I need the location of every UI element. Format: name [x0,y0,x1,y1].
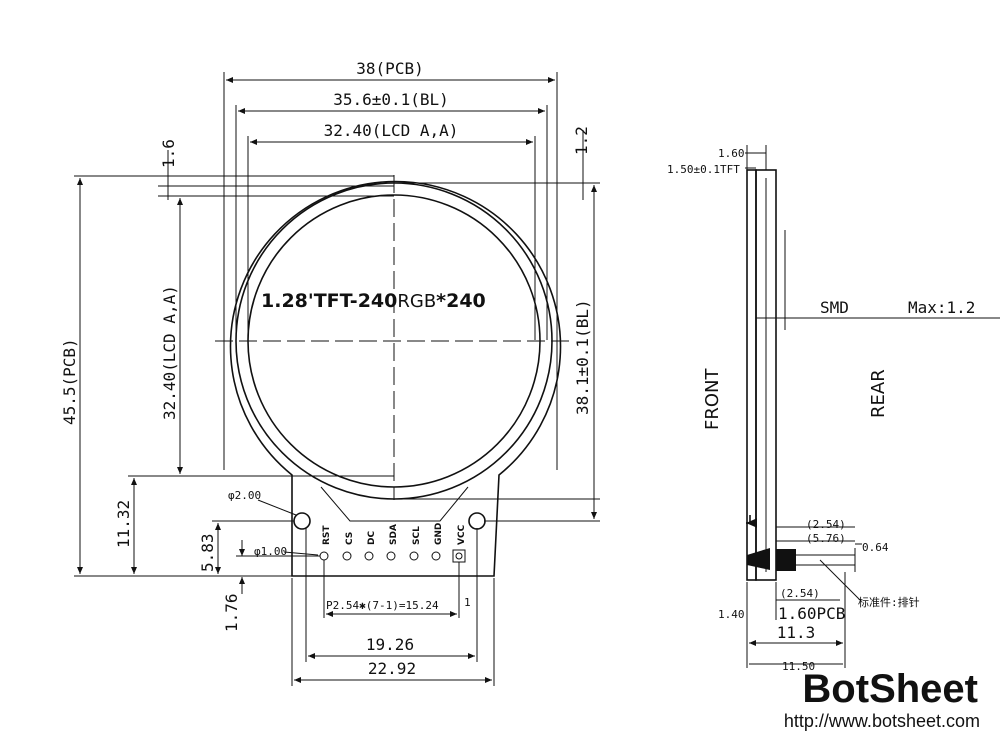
label-max: Max:1.2 [908,298,975,317]
dim-label-pin-bottom: 1.76 [222,593,241,632]
label-header-note: 标准件:排针 [858,595,920,609]
label-side-113: 11.3 [777,623,816,642]
pin-labels: RST CS DC SDA SCL GND VCC [322,523,467,545]
smd-callout: SMD Max:1.2 [756,230,1000,330]
dim-label-pcb-height: 45.5(PCB) [60,338,79,425]
dim-bl-height: 38.1±0.1(BL) [394,185,600,522]
pin-label-sda: SDA [389,524,399,545]
label-side-160: 1.60 [718,147,745,160]
pin-label-cs: CS [345,532,355,545]
dim-label-pitch: P2.54✱(7-1)=15.24 [326,599,439,612]
label-header-254b: (2.54) [780,587,820,600]
label-side-pcb: 1.60PCB [778,604,845,623]
dim-gap-right: 1.2 [572,126,591,200]
dim-gap-top: 1.6 [159,139,178,200]
pin-label-dc: DC [367,531,377,545]
pin-label-gnd: GND [434,523,444,545]
dim-pcb-height: 45.5(PCB) [60,175,292,577]
dim-label-bl-width: 35.6±0.1(BL) [333,90,449,109]
dim-bl-width: 35.6±0.1(BL) [235,90,548,340]
label-front: FRONT [702,368,723,430]
dim-label-gap-top: 1.6 [159,139,178,168]
dim-pitch: P2.54✱(7-1)=15.24 1 [323,560,471,618]
pin-label-scl: SCL [412,526,422,545]
label-header-254a: (2.54) [806,518,846,531]
label-pin-one: 1 [464,596,471,609]
dim-label-bl-height: 38.1±0.1(BL) [573,299,592,415]
dim-lcd-width: 32.40(LCD A,A) [247,121,536,340]
dim-label-lcd-width: 32.40(LCD A,A) [324,121,459,140]
pin-holes [319,549,466,563]
dim-tab-width: 22.92 [291,578,495,686]
brand-name: BotSheet [802,667,978,711]
label-side-tft: 1.50±0.1TFT [667,163,740,176]
dim-label-tab-height: 11.32 [114,500,133,548]
dim-label-pin-row: 5.83 [198,533,217,572]
module-title: 1.28'TFT-240RGB*240 [261,290,486,312]
dim-lcd-height: 32.40(LCD A,A) [160,198,394,477]
mount-hole-left [293,512,311,530]
label-side-1150: 11.50 [782,660,815,673]
dim-side-tft: 1.50±0.1TFT [667,163,756,176]
side-tft-layer [746,169,757,581]
callout-pin-hole: φ1.00 [254,545,319,558]
header-pin-body [747,548,770,570]
header-plastic [776,549,796,571]
mount-hole-right [468,512,486,530]
pin-label-vcc: VCC [457,524,467,545]
label-smd: SMD [820,298,849,317]
dim-tab-height: 11.32 [114,475,176,574]
label-mount-hole: φ2.00 [228,489,261,502]
dim-label-gap-right: 1.2 [572,126,591,155]
dim-header: (2.54) (5.76) 0.64 (2.54) 标准件:排针 [776,518,920,609]
dim-label-pcb-width: 38(PCB) [356,59,423,78]
dim-label-hole-span: 19.26 [366,635,414,654]
pin-label-rst: RST [322,525,332,545]
callout-mount-hole: φ2.00 [228,489,297,516]
dim-label-tab-width: 22.92 [368,659,416,678]
label-header-576: (5.76) [806,532,846,545]
pcb-outline [229,180,562,577]
label-side-140: 1.40 [718,608,745,621]
dim-pcb-width: 38(PCB) [223,59,558,470]
dim-label-lcd-height: 32.40(LCD A,A) [160,285,179,420]
label-pin-hole: φ1.00 [254,545,287,558]
label-rear: REAR [868,369,889,418]
label-header-064: 0.64 [862,541,889,554]
fpc-outline [320,486,469,522]
dim-hole-span: 19.26 [305,528,478,662]
dim-side-bottom: 1.40 1.60PCB 11.3 11.50 [718,572,846,673]
brand-url: http://www.botsheet.com [784,711,980,731]
dim-pin-row: 5.83 [198,520,294,574]
dim-side-160: 1.60 [718,145,767,170]
